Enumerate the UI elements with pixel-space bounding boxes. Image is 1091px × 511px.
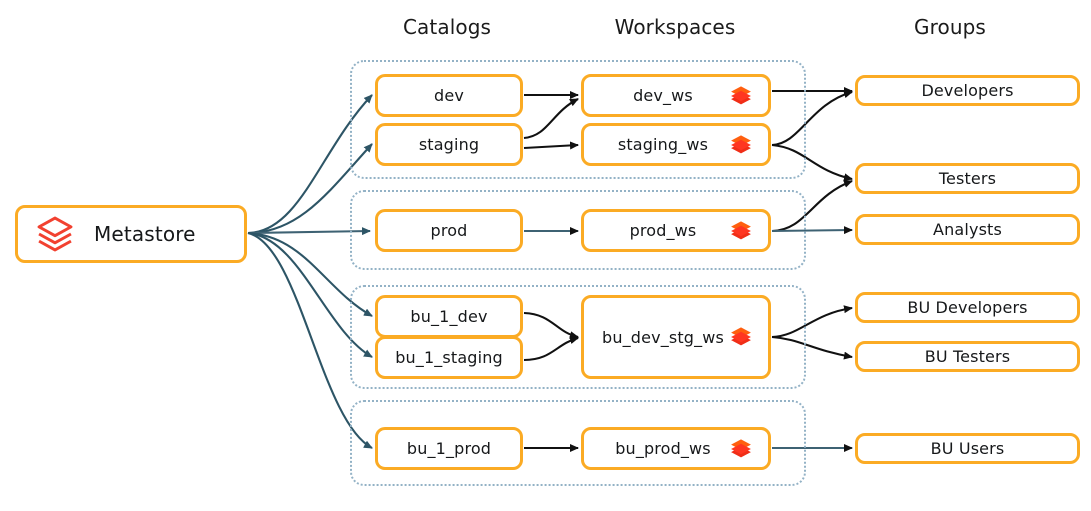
node-group-bu-testers[interactable]: BU Testers — [855, 341, 1080, 372]
node-group-testers-label: Testers — [938, 169, 997, 188]
node-catalog-staging[interactable]: staging — [375, 123, 523, 166]
node-catalog-dev[interactable]: dev — [375, 74, 523, 117]
node-group-bu-users-label: BU Users — [930, 439, 1005, 458]
node-catalog-bu-1-prod-label: bu_1_prod — [406, 439, 492, 458]
node-group-bu-testers-label: BU Testers — [924, 347, 1011, 366]
node-catalog-staging-label: staging — [418, 135, 480, 154]
node-workspace-prod-ws-label: prod_ws — [629, 221, 697, 240]
node-catalog-bu-1-dev-label: bu_1_dev — [410, 307, 488, 326]
node-group-analysts-label: Analysts — [933, 220, 1002, 239]
node-workspace-prod-ws[interactable]: prod_ws — [581, 209, 771, 252]
node-group-developers-label: Developers — [921, 81, 1014, 100]
node-catalog-prod[interactable]: prod — [375, 209, 523, 252]
node-group-developers[interactable]: Developers — [855, 75, 1080, 106]
node-group-analysts[interactable]: Analysts — [855, 214, 1080, 245]
databricks-logo-icon — [730, 438, 752, 460]
node-workspace-bu-prod-ws-label: bu_prod_ws — [615, 439, 711, 458]
node-catalog-bu-1-prod[interactable]: bu_1_prod — [375, 427, 523, 470]
databricks-logo-icon — [730, 326, 752, 348]
node-workspace-dev-ws-label: dev_ws — [633, 86, 693, 105]
databricks-logo-icon — [730, 134, 752, 156]
node-metastore-label: Metastore — [94, 222, 196, 246]
node-workspace-staging-ws-label: staging_ws — [617, 135, 709, 154]
column-header-workspaces: Workspaces — [614, 15, 736, 39]
node-workspace-staging-ws[interactable]: staging_ws — [581, 123, 771, 166]
node-metastore[interactable]: Metastore — [15, 205, 247, 263]
databricks-logo-icon — [730, 85, 752, 107]
node-catalog-prod-label: prod — [430, 221, 468, 240]
node-catalog-dev-label: dev — [434, 86, 464, 105]
node-workspace-bu-dev-stg-ws[interactable]: bu_dev_stg_ws — [581, 295, 771, 379]
node-group-bu-developers[interactable]: BU Developers — [855, 292, 1080, 323]
node-catalog-bu-1-staging-label: bu_1_staging — [395, 348, 503, 367]
databricks-logo-outline-icon — [34, 213, 76, 255]
node-catalog-bu-1-staging[interactable]: bu_1_staging — [375, 336, 523, 379]
databricks-logo-icon — [730, 220, 752, 242]
column-header-groups: Groups — [914, 15, 986, 39]
node-group-bu-users[interactable]: BU Users — [855, 433, 1080, 464]
node-workspace-bu-prod-ws[interactable]: bu_prod_ws — [581, 427, 771, 470]
column-header-catalogs: Catalogs — [402, 15, 492, 39]
node-group-testers[interactable]: Testers — [855, 163, 1080, 194]
node-group-bu-developers-label: BU Developers — [907, 298, 1028, 317]
zone-bu-dev-stg — [350, 285, 806, 389]
node-catalog-bu-1-dev[interactable]: bu_1_dev — [375, 295, 523, 338]
node-workspace-dev-ws[interactable]: dev_ws — [581, 74, 771, 117]
zone-dev-staging — [350, 60, 806, 179]
node-workspace-bu-dev-stg-ws-label: bu_dev_stg_ws — [602, 327, 724, 347]
zone-bu-prod — [350, 400, 806, 486]
zone-prod — [350, 190, 806, 270]
